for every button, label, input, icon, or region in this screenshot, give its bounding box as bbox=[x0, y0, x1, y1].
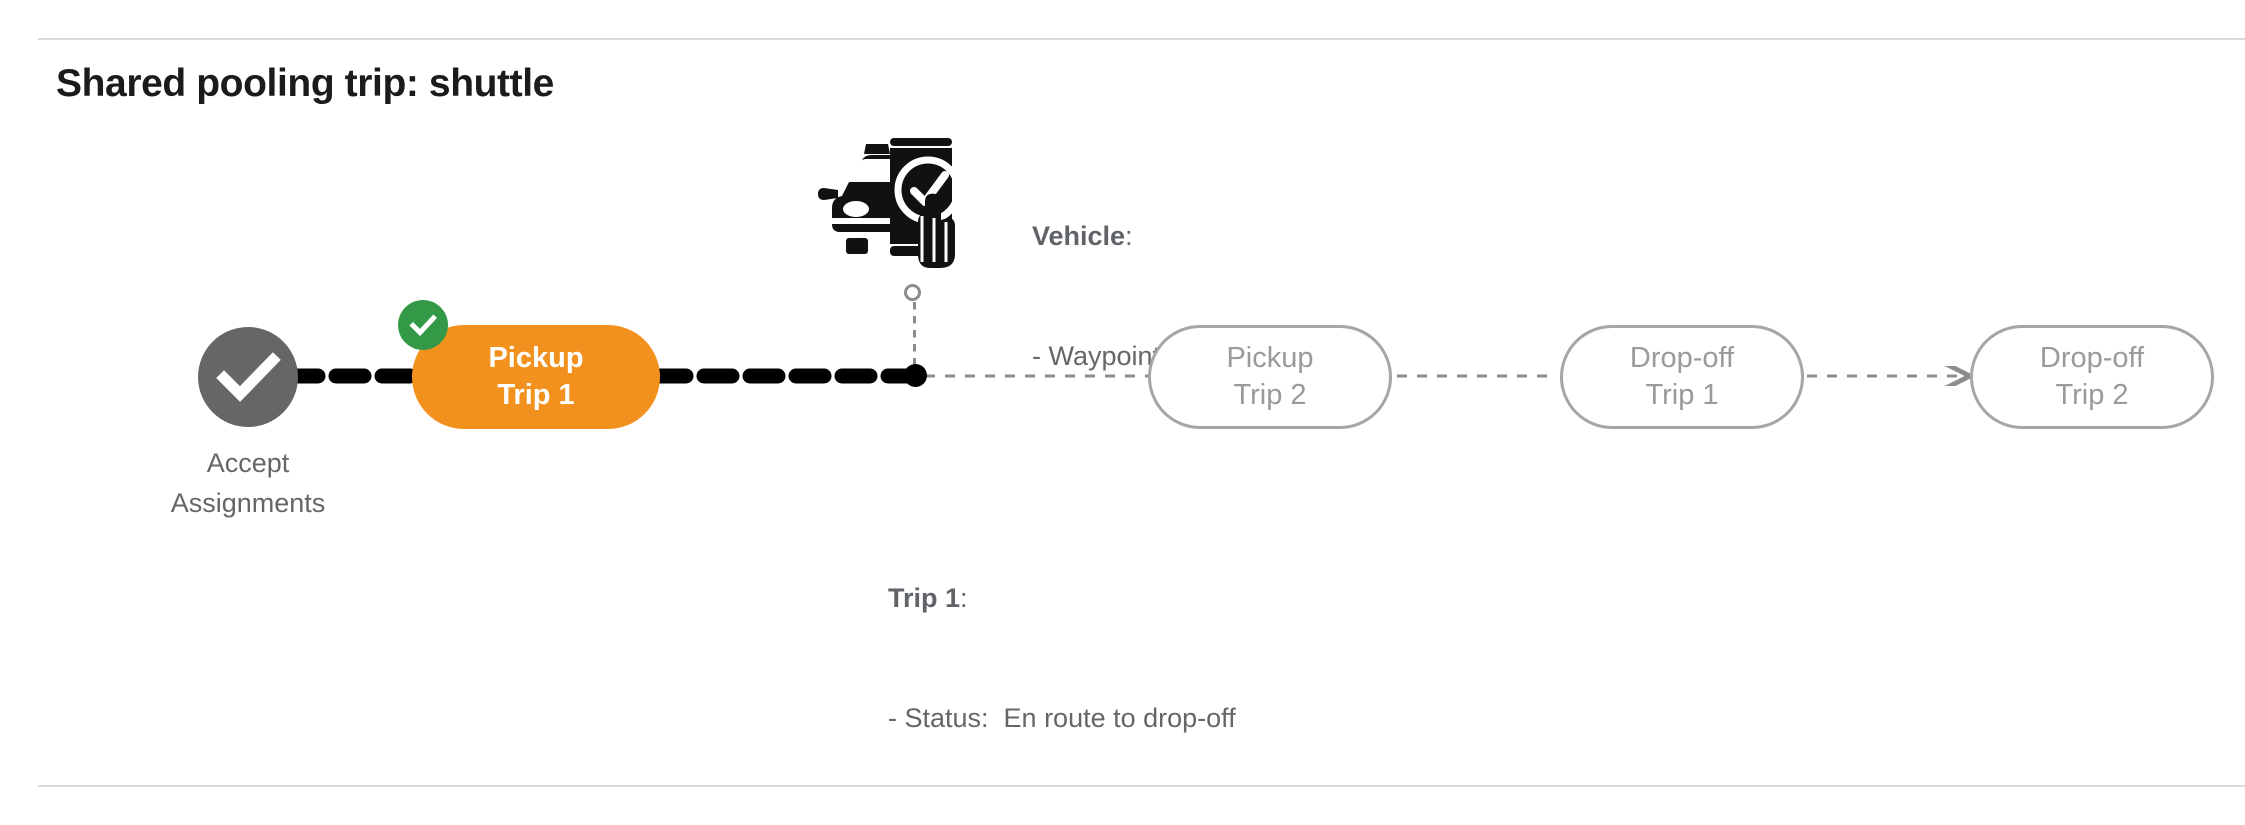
page-title: Shared pooling trip: shuttle bbox=[56, 62, 554, 105]
annotation-trips: Trip 1: - Status: En route to drop-off -… bbox=[888, 498, 1236, 825]
divider-top bbox=[38, 38, 2245, 40]
vehicle-phone-check-icon bbox=[818, 122, 968, 272]
node-accept-assignments[interactable] bbox=[198, 327, 298, 427]
node-dropoff-trip-1-line2: Trip 1 bbox=[1645, 379, 1719, 411]
annotation-vehicle-heading: Vehicle bbox=[1032, 221, 1126, 251]
node-pickup-trip-1-line1: Pickup bbox=[488, 342, 584, 374]
annotation-trip-1-heading-row: Trip 1: bbox=[888, 578, 1236, 618]
node-dropoff-trip-2-line1: Drop-off bbox=[2039, 342, 2145, 374]
annotation-vehicle-heading-suffix: : bbox=[1125, 221, 1133, 251]
divider-bottom bbox=[38, 785, 2245, 787]
caption-line-1: Accept bbox=[206, 448, 290, 478]
vehicle-leader-line bbox=[913, 302, 916, 370]
check-circle-icon bbox=[198, 327, 298, 427]
node-dropoff-trip-1-line1: Drop-off bbox=[1629, 342, 1735, 374]
node-pickup-trip-2[interactable]: Pickup Trip 2 bbox=[1148, 325, 1392, 429]
connector-remaining-path bbox=[905, 366, 1985, 386]
annotation-trip-1-heading: Trip 1 bbox=[888, 583, 961, 613]
vehicle-position-ring-icon bbox=[904, 284, 921, 301]
completed-check-icon bbox=[398, 300, 448, 350]
node-pickup-trip-2-line2: Trip 2 bbox=[1233, 379, 1307, 411]
caption-line-2: Assignments bbox=[170, 488, 326, 518]
node-pickup-trip-1-line2: Trip 1 bbox=[497, 379, 575, 411]
annotation-trip-1-status: - Status: En route to drop-off bbox=[888, 703, 1236, 733]
node-pickup-trip-2-line1: Pickup bbox=[1226, 342, 1314, 374]
node-dropoff-trip-2[interactable]: Drop-off Trip 2 bbox=[1970, 325, 2214, 429]
node-dropoff-trip-2-line2: Trip 2 bbox=[2055, 379, 2129, 411]
node-accept-assignments-caption: Accept Assignments bbox=[108, 443, 388, 523]
node-pickup-trip-1[interactable]: Pickup Trip 1 bbox=[412, 325, 660, 429]
node-dropoff-trip-1[interactable]: Drop-off Trip 1 bbox=[1560, 325, 1804, 429]
annotation-vehicle-heading-row: Vehicle: bbox=[1032, 216, 1204, 256]
vehicle-position-dot bbox=[904, 364, 927, 387]
annotation-trip-1-waypoints: - Remaining waypoints: 2 bbox=[888, 818, 1236, 825]
annotation-trip-1-heading-suffix: : bbox=[960, 583, 968, 613]
